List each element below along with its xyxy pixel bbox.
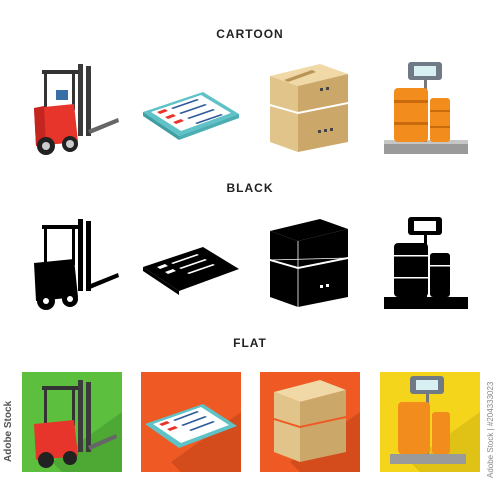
flat-clipboard-checklist-icon bbox=[141, 372, 241, 472]
cartoon-forklift-icon bbox=[22, 60, 122, 160]
black-section-title: BLACK bbox=[226, 181, 274, 195]
brand-watermark: Adobe Stock bbox=[3, 400, 14, 462]
cartoon-cardboard-boxes-icon bbox=[260, 60, 360, 160]
cartoon-section-title: CARTOON bbox=[216, 27, 284, 41]
flat-forklift-icon bbox=[22, 372, 122, 472]
black-barrels-on-scale-icon bbox=[380, 215, 480, 315]
stock-id-label: Adobe Stock | #204333023 bbox=[486, 381, 495, 479]
black-clipboard-checklist-icon bbox=[141, 215, 241, 315]
black-forklift-icon bbox=[22, 215, 122, 315]
flat-barrels-on-scale-icon bbox=[380, 372, 480, 472]
black-cardboard-boxes-icon bbox=[260, 215, 360, 315]
cartoon-barrels-on-scale-icon bbox=[380, 60, 480, 160]
cartoon-clipboard-checklist-icon bbox=[141, 60, 241, 160]
flat-cardboard-boxes-icon bbox=[260, 372, 360, 472]
flat-section-title: FLAT bbox=[233, 336, 267, 350]
